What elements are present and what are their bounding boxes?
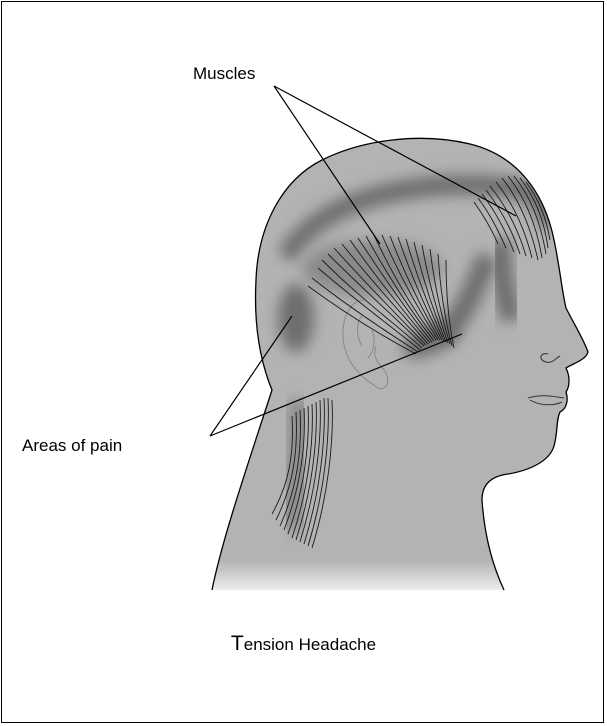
label-areas-of-pain: Areas of pain — [22, 436, 122, 456]
caption-rest: ension Headache — [244, 635, 376, 654]
figure-caption: Tension Headache — [0, 632, 607, 656]
head-silhouette — [200, 138, 588, 600]
caption-initial: T — [231, 632, 244, 655]
label-muscles: Muscles — [193, 64, 255, 84]
